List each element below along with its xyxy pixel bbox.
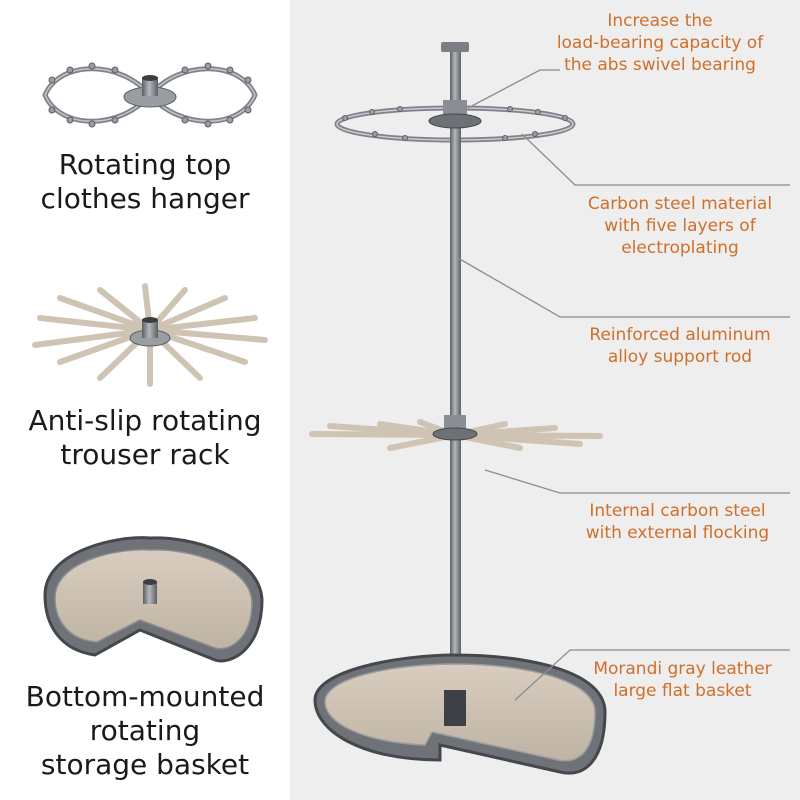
caption-top-hanger: Rotating top clothes hanger [40, 148, 250, 215]
callout-carbon-steel: Carbon steel material with five layers o… [587, 194, 773, 258]
leader-lines [457, 69, 790, 701]
trouser-rack-image [32, 283, 268, 387]
storage-basket-image [43, 536, 264, 663]
callout-flocking: Internal carbon steel with external floc… [585, 501, 770, 543]
top-hanger-image [42, 62, 258, 128]
callout-swivel-bearing: Increase the load-bearing capacity of th… [556, 11, 764, 75]
callout-leather-basket: Morandi gray leather large flat basket [593, 659, 772, 701]
left-panel [0, 0, 290, 800]
main-product-image [309, 42, 607, 775]
caption-trouser-rack: Anti-slip rotating trouser rack [28, 404, 262, 471]
callout-support-rod: Reinforced aluminum alloy support rod [589, 325, 771, 367]
caption-storage-basket: Bottom-mounted rotating storage basket [25, 680, 265, 781]
